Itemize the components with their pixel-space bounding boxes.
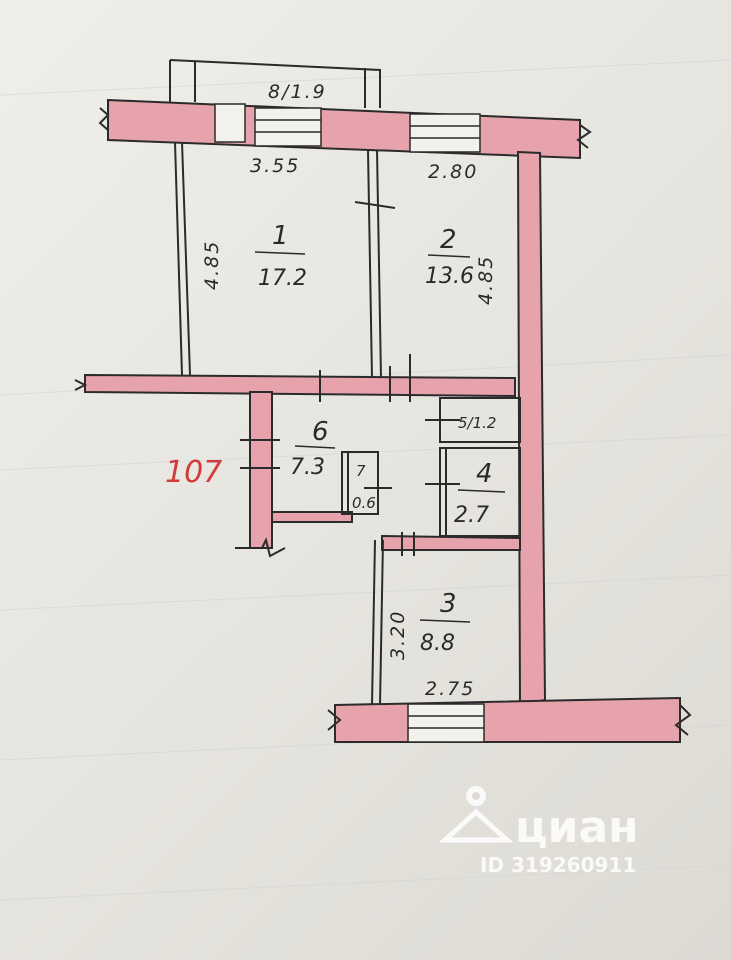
door-balcony: [214, 103, 246, 143]
room4-number: 4: [476, 459, 493, 489]
paper-lines: [0, 59, 731, 901]
window-room1: [254, 107, 322, 147]
room2-length: 4.85: [475, 255, 497, 305]
walls: [84, 98, 681, 743]
location-pin-icon: [438, 786, 514, 843]
room7-number: 7: [356, 462, 366, 480]
wall-right: [516, 150, 547, 707]
room3-length: 3.20: [387, 610, 409, 660]
door-ticks: [240, 201, 460, 556]
window-room3: [407, 703, 485, 743]
room1-number: 1: [272, 221, 289, 251]
room3-area: 8.8: [420, 631, 455, 656]
room1-area: 17.2: [258, 266, 307, 291]
room1-width: 3.55: [250, 155, 300, 177]
balcony-label: 8/1.9: [268, 81, 327, 103]
partitions: [169, 59, 521, 706]
wall-top: [107, 98, 581, 160]
window-room2: [409, 113, 481, 153]
room6-number: 6: [312, 417, 329, 447]
watermark-brand: циан: [515, 802, 639, 853]
room2-number: 2: [440, 225, 457, 255]
wall-middle: [84, 373, 516, 398]
watermark: циан ID 319260911: [438, 786, 639, 877]
room3-number: 3: [440, 589, 457, 619]
room2-area: 13.6: [425, 264, 474, 289]
room5-label: 5/1.2: [458, 414, 496, 432]
room3-width: 2.75: [425, 678, 475, 700]
room1-length: 4.85: [201, 240, 223, 290]
wall-left-hall: [249, 391, 273, 549]
break-marks: [74, 107, 692, 736]
apartment-number: 107: [165, 455, 222, 490]
windows: [214, 103, 485, 743]
room6-area: 7.3: [290, 455, 325, 480]
wall-bottom: [334, 696, 681, 743]
room2-width: 2.80: [428, 161, 478, 183]
wall-room6-bottom: [271, 511, 353, 523]
room4-area: 2.7: [454, 503, 489, 528]
watermark-id: ID 319260911: [480, 853, 636, 877]
room7-area: 0.6: [352, 494, 376, 512]
